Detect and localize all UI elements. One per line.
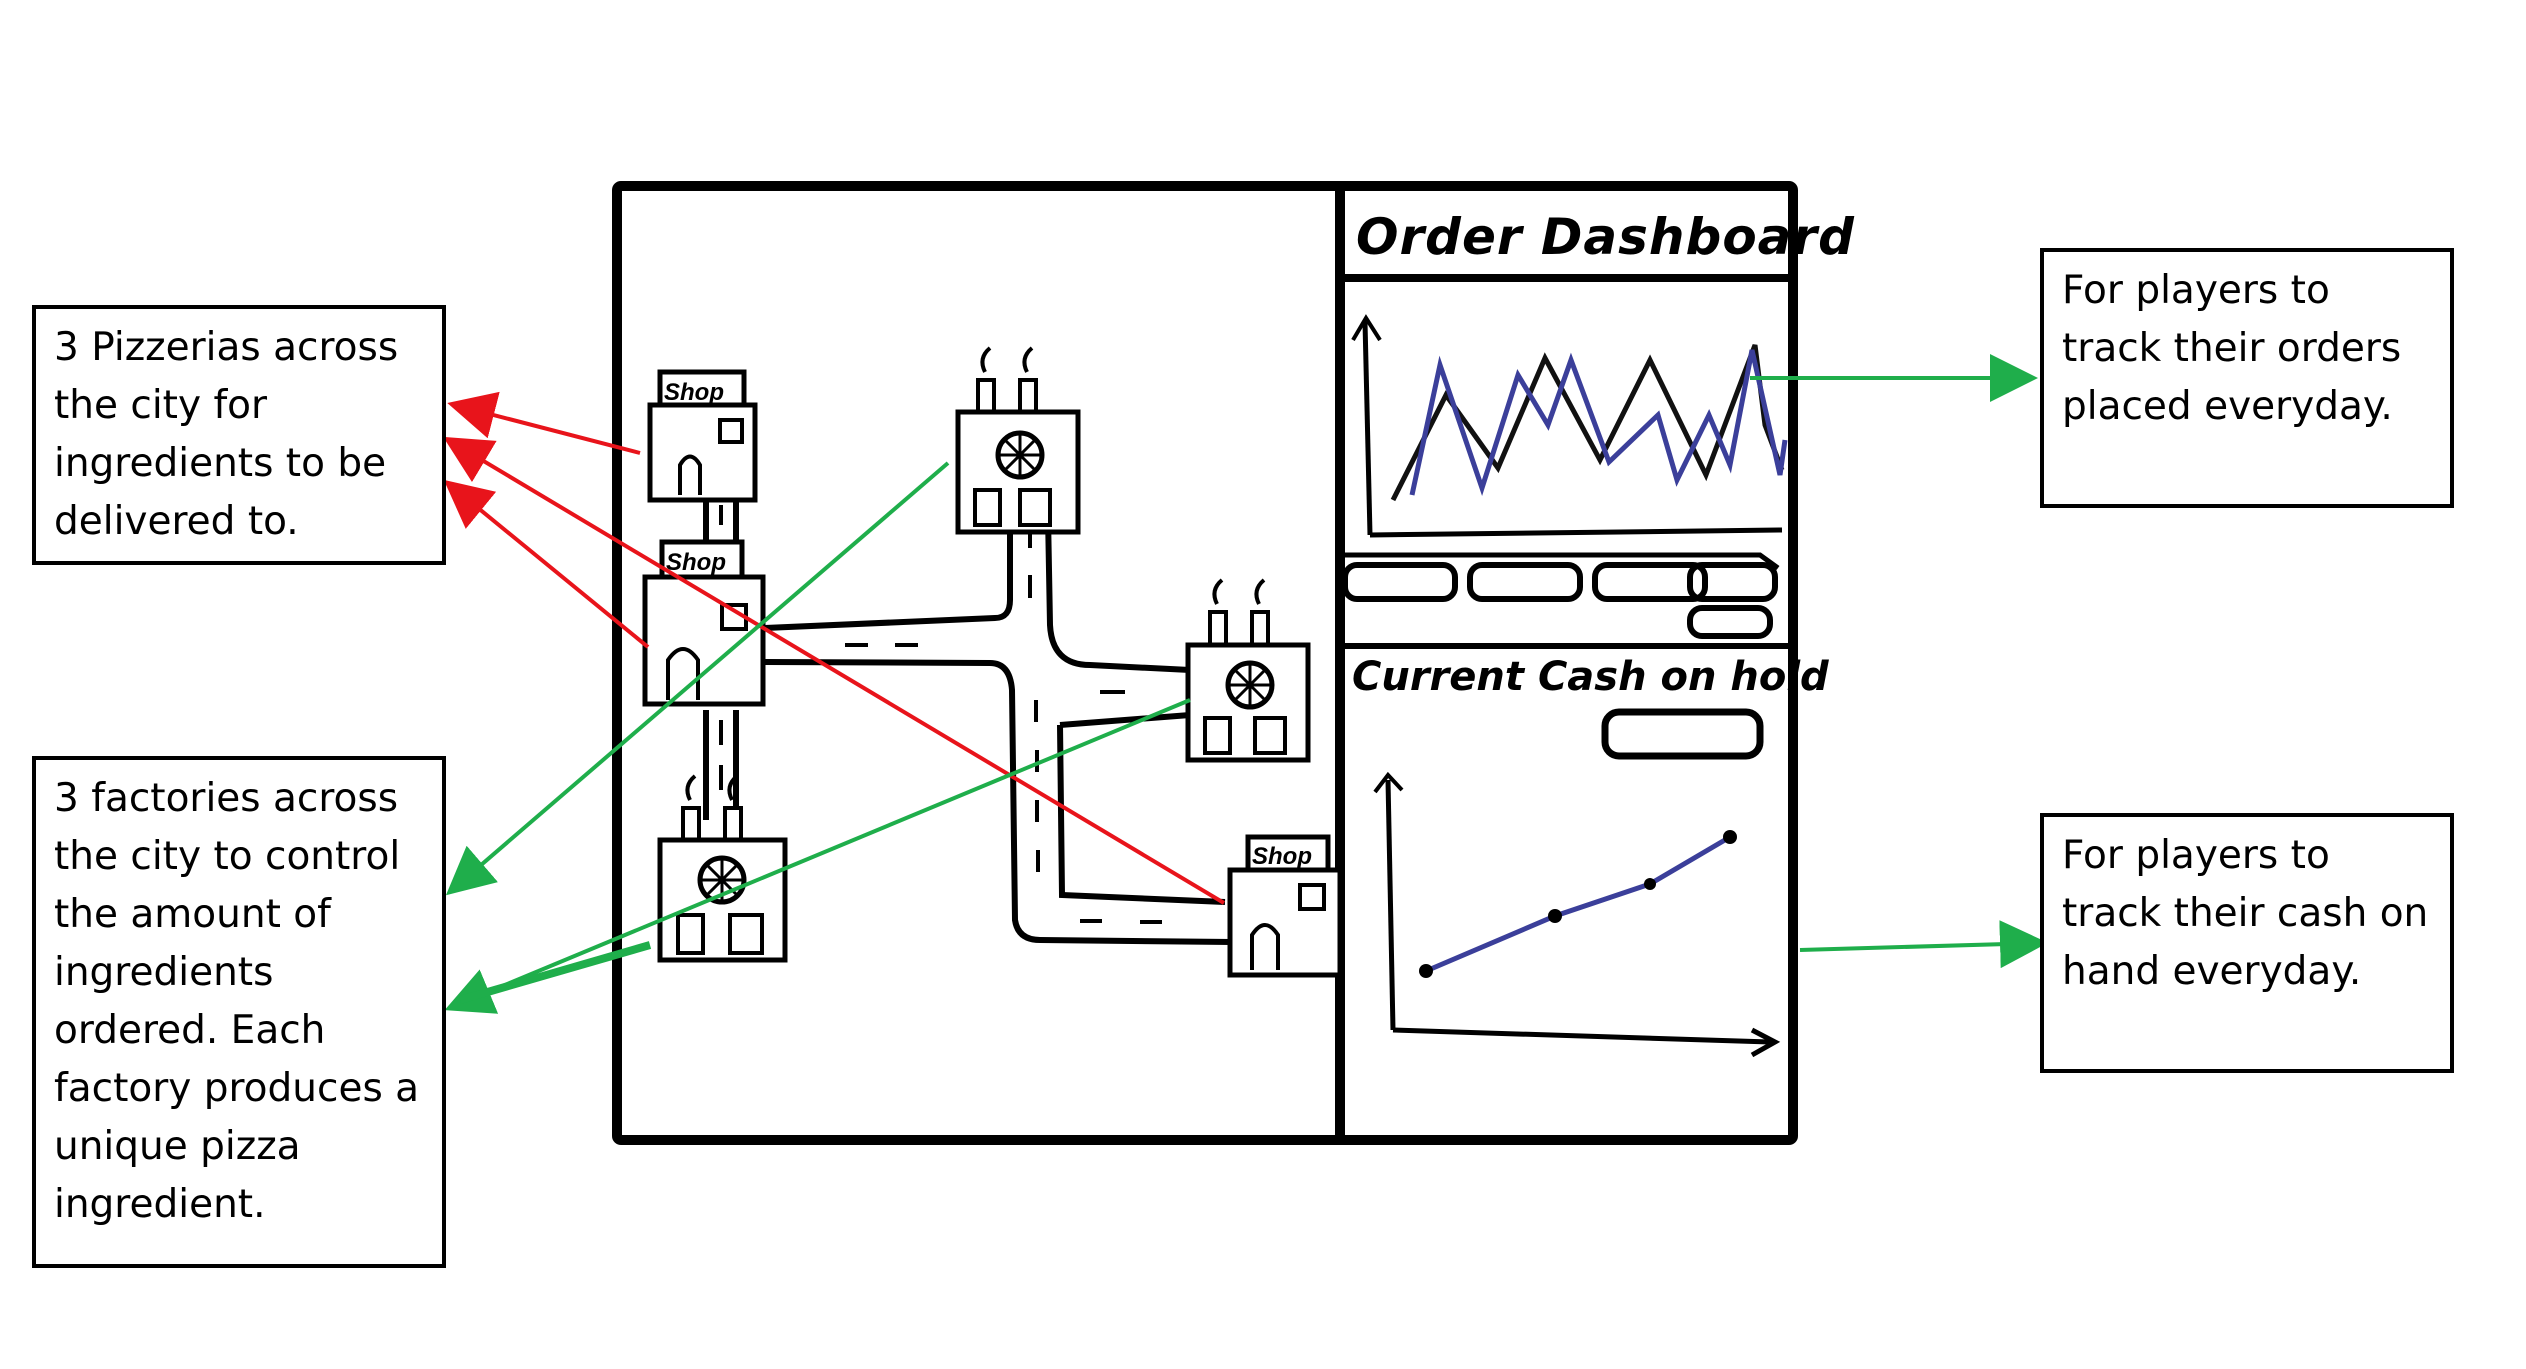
cash-callout: For players to track their cash on hand …: [2040, 813, 2454, 1073]
day-slot: [1342, 562, 1458, 602]
callout-line: ingredients to be: [54, 441, 387, 486]
callout-line: unique pizza: [54, 1124, 301, 1169]
factory-building: [955, 346, 1081, 535]
cash-chart-x-axis: [1392, 1027, 1771, 1045]
svg-text:Shop: Shop: [1252, 843, 1312, 870]
pizzerias-callout: 3 Pizzerias across the city for ingredie…: [32, 305, 446, 565]
callout-line: the city to control: [54, 834, 401, 879]
callout-line: 3 factories across: [54, 776, 399, 821]
cash-point: [1723, 830, 1737, 844]
svg-text:Shop: Shop: [664, 379, 724, 406]
orders-chart: [1340, 314, 1788, 639]
cash-point: [1548, 909, 1562, 923]
callout-line: 3 Pizzerias across: [54, 325, 399, 370]
callout-line: For players to: [2062, 268, 2330, 313]
cash-chart-y-axis: [1385, 779, 1396, 1031]
callout-line: ordered. Each: [54, 1008, 326, 1053]
factories-callout: 3 factories across the city to control t…: [32, 756, 446, 1268]
callout-line: ingredient.: [54, 1182, 266, 1227]
callout-line: track their cash on: [2062, 891, 2429, 936]
orders-chart-x-axis: [1369, 527, 1783, 538]
factory-building: [1185, 578, 1311, 763]
day-slot: [1687, 562, 1778, 602]
callout-line: the city for: [54, 383, 268, 428]
dashboard-arrows: [1750, 354, 2048, 969]
callout-line: placed everyday.: [2062, 384, 2393, 429]
cash-chart: [1373, 771, 1781, 1058]
svg-text:Shop: Shop: [666, 549, 726, 576]
orders-series-dark: [1390, 344, 1785, 502]
road-network: [697, 500, 1233, 945]
callout-line: hand everyday.: [2062, 949, 2362, 994]
cash-label: Current Cash on hold: [1352, 654, 1829, 700]
cash-point: [1419, 964, 1433, 978]
callout-line: For players to: [2062, 833, 2330, 878]
callout-line: the amount of: [54, 892, 331, 937]
cash-point: [1644, 878, 1656, 890]
callout-line: delivered to.: [54, 499, 299, 544]
dashboard-title: Order Dashboard: [1356, 208, 1855, 266]
shop-building: Shop: [1227, 834, 1343, 978]
orders-series-blue: [1409, 349, 1788, 496]
orders-chart-y-axis: [1362, 321, 1373, 536]
factory-arrows: [444, 461, 1191, 1014]
game-screen-frame: [612, 181, 1798, 1145]
cash-series: [1425, 834, 1732, 974]
road-lane-markings: [719, 505, 1162, 924]
orders-callout: For players to track their orders placed…: [2040, 248, 2454, 508]
day-slot: [1592, 562, 1708, 602]
factory-building: [657, 774, 788, 963]
callout-line: ingredients: [54, 950, 274, 995]
callout-line: track their orders: [2062, 326, 2402, 371]
pizzeria-arrows: [443, 391, 1226, 905]
callout-line: factory produces a: [54, 1066, 420, 1111]
day-slot: [1687, 605, 1773, 639]
cash-value-box: [1601, 708, 1764, 760]
day-slot: [1467, 562, 1583, 602]
shop-building: Shop: [647, 369, 758, 503]
shop-building: Shop: [642, 539, 766, 707]
